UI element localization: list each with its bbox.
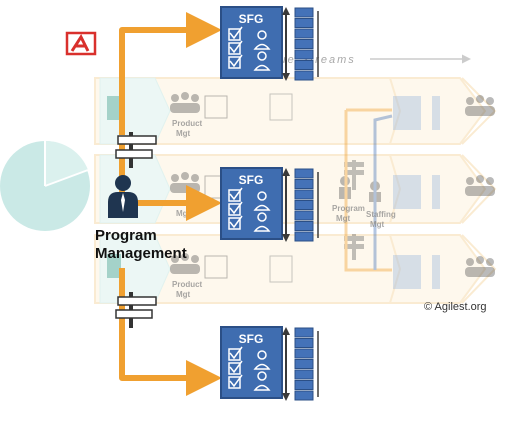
sfg-blocks: SFG SFG SFG	[220, 6, 319, 401]
people-icon	[253, 350, 271, 391]
checklist-icon	[228, 26, 243, 69]
faded-label: Program	[332, 204, 365, 213]
kanban-icon	[294, 327, 319, 401]
people-icon	[253, 30, 271, 71]
faded-label: Mgt	[176, 129, 191, 138]
person-icon	[108, 175, 138, 218]
faded-signpost-icon	[344, 160, 364, 260]
faded-label: Product	[172, 119, 203, 128]
mini-sfg-icon	[393, 96, 440, 289]
kanban-icon	[294, 168, 319, 242]
sfg-label: SFG	[239, 12, 264, 26]
role-line-2: Management	[95, 245, 187, 262]
sfg-label: SFG	[239, 332, 264, 346]
faded-label: Mgt	[176, 209, 191, 218]
pie-icon	[0, 140, 90, 231]
faded-label: Product	[172, 280, 203, 289]
role-line-1: Program	[95, 227, 157, 244]
copyright: © Agilest.org	[424, 301, 487, 313]
faded-label: Mgt	[176, 290, 191, 299]
sfg-block: SFG	[220, 167, 319, 242]
checklist-icon	[228, 187, 243, 230]
checklist-icon	[228, 346, 243, 389]
faded-label: Mgt	[336, 214, 351, 223]
faded-person-icon	[339, 176, 381, 202]
doc-check-icon	[269, 93, 293, 283]
building-icon	[107, 96, 121, 278]
kanban-icon	[294, 7, 319, 81]
faded-label: Staffing	[366, 210, 396, 219]
people-icon	[170, 92, 495, 277]
signpost-icon	[115, 292, 157, 328]
faded-label: Mgt	[370, 220, 385, 229]
faded-labels: Product Mgt Mgt Product Mgt Program Mgt …	[172, 119, 396, 299]
sfg-block: SFG	[220, 6, 319, 81]
people-icon	[253, 191, 271, 232]
logo-icon	[65, 31, 97, 56]
value-streams-banner: Value Streams	[258, 54, 471, 66]
faded-row-icons	[107, 92, 495, 289]
sfg-label: SFG	[239, 173, 264, 187]
role-label: Program Management	[95, 227, 187, 262]
signpost-icon	[115, 132, 157, 168]
faded-value-stream-rows	[94, 77, 497, 304]
sfg-block: SFG	[220, 326, 319, 401]
